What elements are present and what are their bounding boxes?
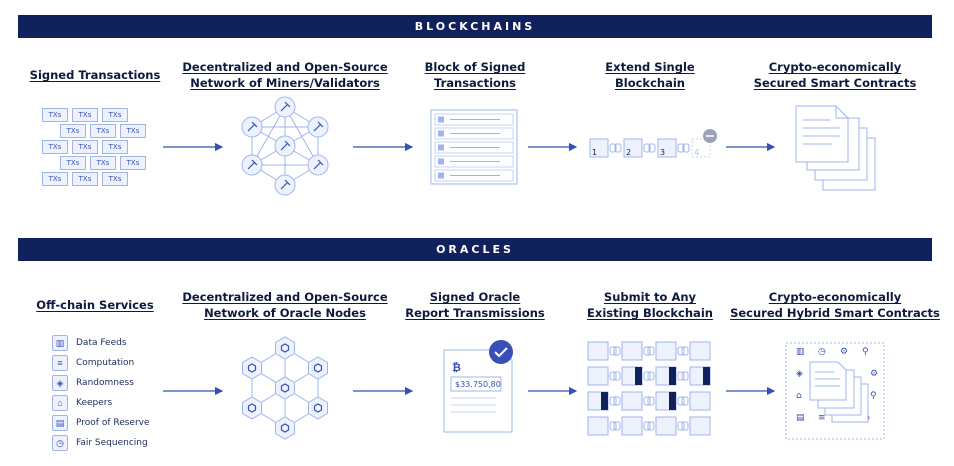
service-glyph-icon: ◷ bbox=[862, 413, 870, 423]
single-blockchain-icon bbox=[589, 129, 717, 158]
chain-block bbox=[689, 366, 711, 386]
service-glyph-icon: ◷ bbox=[818, 347, 826, 357]
computation-icon: ≡ bbox=[52, 355, 68, 371]
randomness-icon: ◈ bbox=[52, 375, 68, 391]
chain-block bbox=[587, 416, 609, 436]
signed-block-icon bbox=[430, 109, 518, 185]
chain-block bbox=[587, 366, 609, 386]
tx-box: TXs bbox=[102, 172, 128, 186]
service-glyph-icon: ◈ bbox=[796, 369, 803, 379]
hybrid-contracts-icon: ▥ ◷ ⚙ ⚲ ◈ ⌂ ▤ ≡ ▥ ◷ ⚙ ⚲ bbox=[785, 342, 885, 440]
chain-block bbox=[655, 366, 677, 386]
chain-block bbox=[621, 341, 643, 361]
service-glyph-icon: ▤ bbox=[796, 413, 805, 423]
miner-node-icon bbox=[274, 135, 296, 157]
oracle-node-icon bbox=[275, 416, 295, 440]
chain-block bbox=[655, 416, 677, 436]
fair-sequencing-icon: ◷ bbox=[52, 435, 68, 451]
miner-node-icon bbox=[307, 154, 329, 176]
service-glyph-icon: ⌂ bbox=[796, 391, 802, 401]
tx-box: TXs bbox=[60, 124, 86, 138]
tx-box: TXs bbox=[42, 172, 68, 186]
chain-block bbox=[655, 391, 677, 411]
miner-node-icon bbox=[241, 154, 263, 176]
block-number-4: 4 bbox=[694, 148, 699, 157]
miner-node-icon bbox=[274, 96, 296, 118]
tx-box: TXs bbox=[72, 108, 98, 122]
tx-box: TXs bbox=[42, 140, 68, 154]
service-glyph-icon: ⚙ bbox=[870, 369, 878, 379]
checkmark-icon bbox=[494, 347, 508, 358]
report-price: $33.750,80 bbox=[455, 380, 501, 389]
oracle-network-icon bbox=[251, 347, 319, 429]
oracle-node-icon bbox=[242, 356, 262, 380]
chain-block bbox=[621, 391, 643, 411]
tx-box: TXs bbox=[72, 140, 98, 154]
service-fair-sequencing: ◷ Fair Sequencing bbox=[52, 435, 148, 451]
chain-block bbox=[621, 416, 643, 436]
service-glyph-icon: ⚲ bbox=[870, 391, 877, 401]
tx-box: TXs bbox=[42, 108, 68, 122]
miner-network-icon bbox=[251, 106, 319, 186]
tx-box: TXs bbox=[102, 140, 128, 154]
bc-step-1-heading: Signed Transactions bbox=[29, 68, 161, 82]
chain-block bbox=[689, 341, 711, 361]
oracle-node-icon bbox=[308, 356, 328, 380]
tx-box: TXs bbox=[90, 156, 116, 170]
chain-block bbox=[587, 391, 609, 411]
block-number-1: 1 bbox=[592, 148, 597, 157]
service-proof-of-reserve: ▤ Proof of Reserve bbox=[52, 415, 150, 431]
tx-box: TXs bbox=[102, 108, 128, 122]
or-step-1-heading: Off-chain Services bbox=[36, 298, 154, 312]
blockchains-banner: BLOCKCHAINS bbox=[18, 15, 932, 38]
oracles-banner: ORACLES bbox=[18, 238, 932, 261]
chain-block bbox=[587, 341, 609, 361]
service-data-feeds: ▥ Data Feeds bbox=[52, 335, 127, 351]
oracle-node-icon bbox=[308, 396, 328, 420]
chain-block bbox=[689, 391, 711, 411]
tx-box: TXs bbox=[120, 156, 146, 170]
oracle-node-icon bbox=[242, 396, 262, 420]
multi-blockchain-grid bbox=[587, 341, 711, 436]
service-glyph-icon: ⚲ bbox=[862, 347, 869, 357]
tx-box: TXs bbox=[72, 172, 98, 186]
service-glyph-icon: ⚙ bbox=[840, 347, 848, 357]
smart-contracts-icon bbox=[795, 105, 876, 191]
service-glyph-icon: ≡ bbox=[818, 413, 826, 423]
oracle-node-icon bbox=[275, 336, 295, 360]
block-number-2: 2 bbox=[626, 148, 631, 157]
chain-block bbox=[655, 341, 677, 361]
miner-node-icon bbox=[274, 174, 296, 196]
service-glyph-icon: ▥ bbox=[796, 347, 805, 357]
service-glyph-icon: ▥ bbox=[840, 413, 849, 423]
service-keepers: ⌂ Keepers bbox=[52, 395, 112, 411]
tx-box: TXs bbox=[120, 124, 146, 138]
miner-node-icon bbox=[241, 116, 263, 138]
miner-node-icon bbox=[307, 116, 329, 138]
chain-block bbox=[621, 366, 643, 386]
block-number-3: 3 bbox=[660, 148, 665, 157]
keepers-icon: ⌂ bbox=[52, 395, 68, 411]
service-randomness: ◈ Randomness bbox=[52, 375, 134, 391]
data-feeds-icon: ▥ bbox=[52, 335, 68, 351]
tx-box: TXs bbox=[60, 156, 86, 170]
bitcoin-icon: ₿ bbox=[452, 361, 461, 374]
oracle-node-icon bbox=[275, 376, 295, 400]
service-computation: ≡ Computation bbox=[52, 355, 134, 371]
proof-of-reserve-icon: ▤ bbox=[52, 415, 68, 431]
tx-box: TXs bbox=[90, 124, 116, 138]
chain-block bbox=[689, 416, 711, 436]
